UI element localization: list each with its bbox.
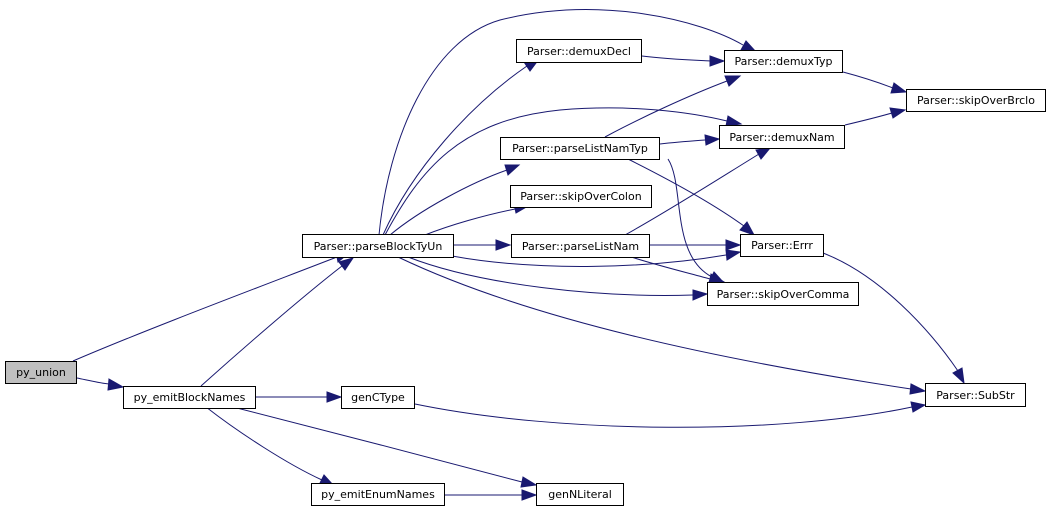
edge-py-emitblocknames-to-parseblocktyun [200, 265, 343, 387]
node-py-emitblocknames[interactable]: py_emitBlockNames [123, 386, 256, 409]
edge-parseblocktyun-to-substr [397, 256, 912, 390]
arrow-parselistnam-to-demuxnam [755, 147, 772, 160]
node-demuxnam[interactable]: Parser::demuxNam [719, 125, 845, 149]
edge-demuxnam-to-skipoverbrclo [844, 112, 893, 126]
arrow-py-emitblocknames-to-gennliteral [520, 476, 538, 488]
arrow-errr-to-substr [952, 367, 965, 385]
arrow-parseblocktyun-to-skipovercomma [692, 289, 709, 301]
edge-parselistnamtyp-to-demuxnam [659, 139, 706, 145]
edge-parselistnam-to-demuxnam [624, 153, 760, 236]
arrow-py-emitblocknames-to-genctype [326, 391, 343, 403]
edge-parseblocktyun-to-demuxnam [384, 107, 728, 236]
node-substr[interactable]: Parser::SubStr [925, 383, 1026, 407]
edge-py-emitblocknames-to-gennliteral [232, 406, 523, 483]
arrow-py-union-to-py-emitblocknames [107, 378, 125, 391]
arrow-parselistnamtyp-to-demuxtyp [724, 75, 742, 87]
node-genctype[interactable]: genCType [341, 386, 415, 409]
arrow-parseblocktyun-to-substr [909, 383, 927, 395]
edge-py-union-to-py-emitblocknames [76, 377, 110, 385]
node-parseblocktyun[interactable]: Parser::parseBlockTyUn [302, 234, 454, 258]
edge-py-union-to-parseblocktyun [72, 256, 338, 362]
edge-parselistnam-to-skipovercomma [624, 254, 711, 280]
edge-demuxtyp-to-skipoverbrclo [842, 71, 894, 89]
node-py-emitenumnames[interactable]: py_emitEnumNames [311, 483, 445, 506]
edge-parseblocktyun-to-skipovercolon [424, 208, 516, 236]
node-gennliteral[interactable]: genNLiteral [536, 483, 624, 506]
edge-py-emitblocknames-to-py-emitenumnames [205, 406, 323, 481]
node-skipoverbrclo[interactable]: Parser::skipOverBrclo [906, 89, 1046, 112]
edge-genctype-to-substr [414, 403, 913, 428]
edge-demuxdecl-to-demuxtyp [641, 55, 711, 62]
arrow-parselistnamtyp-to-demuxnam [704, 134, 721, 146]
arrow-py-emitblocknames-to-parseblocktyun [338, 257, 355, 271]
edge-errr-to-substr [822, 252, 959, 372]
node-skipovercomma[interactable]: Parser::skipOverComma [707, 282, 859, 306]
node-skipovercolon[interactable]: Parser::skipOverColon [510, 185, 652, 208]
node-errr[interactable]: Parser::Errr [740, 234, 824, 257]
edge-parseblocktyun-to-demuxtyp [378, 9, 744, 236]
arrow-demuxnam-to-skipoverbrclo [889, 107, 907, 119]
node-parselistnamtyp[interactable]: Parser::parseListNamTyp [500, 137, 660, 160]
arrow-demuxdecl-to-demuxtyp [709, 55, 726, 67]
arrow-genctype-to-substr [910, 401, 927, 413]
node-parselistnam[interactable]: Parser::parseListNam [511, 234, 650, 258]
arrow-demuxtyp-to-skipoverbrclo [890, 82, 908, 94]
edge-parseblocktyun-to-demuxdecl [382, 65, 528, 236]
arrow-parseblocktyun-to-parselistnamtyp [504, 164, 521, 176]
arrow-parselistnamtyp-to-errr [739, 221, 756, 236]
edge-parseblocktyun-to-errr [451, 254, 727, 267]
arrow-py-emitenumnames-to-gennliteral [521, 489, 538, 501]
arrow-parselistnam-to-errr [725, 239, 742, 251]
node-demuxdecl[interactable]: Parser::demuxDecl [516, 39, 642, 63]
arrow-parseblocktyun-to-parselistnam [495, 239, 512, 251]
node-py-union: py_union [5, 361, 77, 384]
node-demuxtyp[interactable]: Parser::demuxTyp [724, 50, 843, 73]
edge-parselistnamtyp-to-errr [627, 158, 745, 227]
edge-parseblocktyun-to-skipovercomma [407, 256, 694, 296]
edge-parseblocktyun-to-parselistnamtyp [389, 169, 508, 236]
arrow-parseblocktyun-to-errr [725, 249, 742, 261]
edge-parselistnamtyp-to-demuxtyp [604, 80, 728, 138]
edge-parselistnamtyp-to-skipovercomma [667, 158, 713, 278]
